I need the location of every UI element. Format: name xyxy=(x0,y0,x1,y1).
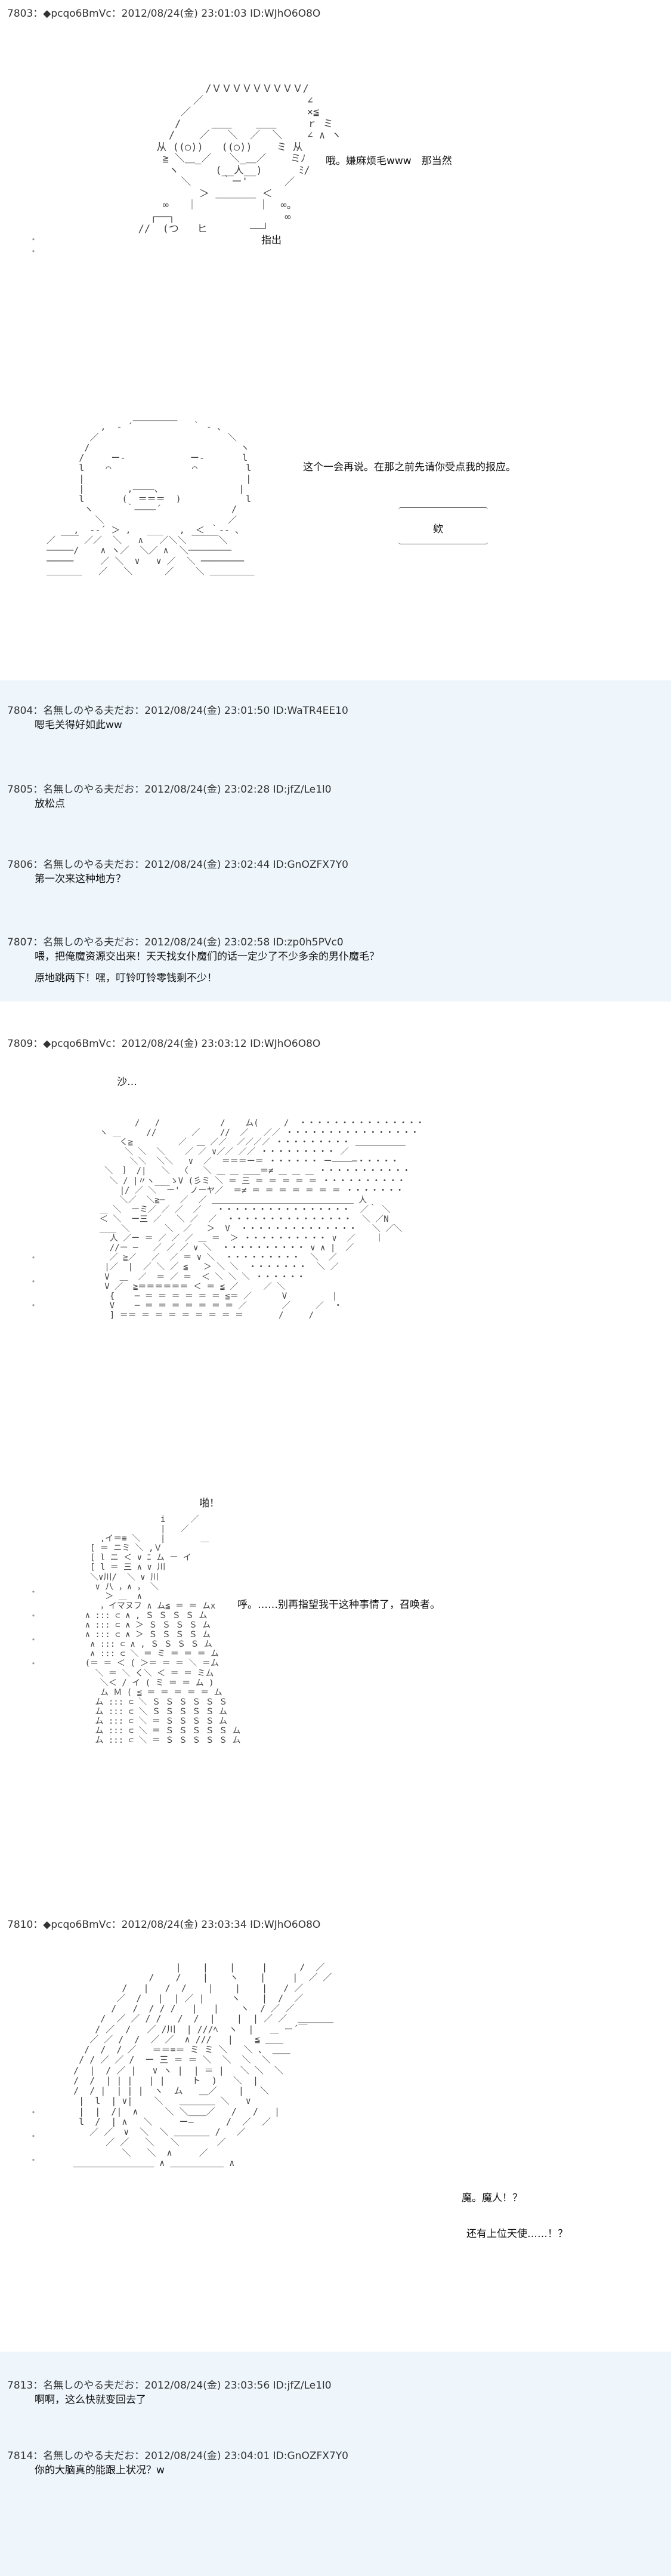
speech-bubble xyxy=(398,507,488,544)
ascii-dots: ・ ・ ・ ・ xyxy=(29,1586,39,1669)
post-7810: 7810：◆pcqo6BmVc：2012/08/24(金) 23:03:34 I… xyxy=(0,1909,671,2352)
ascii-art-character-1: /ＶＶＶＶＶＶＶＶＶ/ ／ ∠ ／ ×≦ / ＿＿ ＿＿ ｒ ミ / ／ ＼ ／… xyxy=(138,83,342,235)
post-text-line: 原地跳两下！嘿，叮铃叮铃零钱剩不少！ xyxy=(35,972,217,984)
post-header: 7805：名無しのやる夫だお：2012/08/24(金) 23:02:28 ID… xyxy=(7,784,332,796)
post-text-line: 沙… xyxy=(117,1076,137,1088)
comments-block: 7804：名無しのやる夫だお：2012/08/24(金) 23:01:50 ID… xyxy=(0,680,671,1002)
ascii-dots: ・ ・ xyxy=(29,234,39,257)
ascii-art-character-2: ＿＿＿＿＿ , ‐ ´ ｀ ‐ 、 ／ ＼ / ヽ / ー‐ ー‐ l l ⌒ … xyxy=(47,411,255,577)
post-7809: 7809：◆pcqo6BmVc：2012/08/24(金) 23:03:12 I… xyxy=(0,1002,671,1909)
post-header: 7803：◆pcqo6BmVc：2012/08/24(金) 23:01:03 I… xyxy=(7,8,321,20)
post-text-line: 欸 xyxy=(433,523,443,535)
comments-block-2: 7813：名無しのやる夫だお：2012/08/24(金) 23:03:56 ID… xyxy=(0,2352,671,2576)
post-header: 7814：名無しのやる夫だお：2012/08/24(金) 23:04:01 ID… xyxy=(7,2450,348,2462)
post-text-line: 指出 xyxy=(261,235,282,246)
post-header: 7807：名無しのやる夫だお：2012/08/24(金) 23:02:58 ID… xyxy=(7,936,344,948)
ascii-art-figure-standing: i ／ | ／ ,イ＝≡ ＼ | ＿ [ ＝ ニミ ＼ ,Ｖ [ l ニ ＜ ∨… xyxy=(85,1515,241,1746)
post-text-line: 嗯毛关得好如此ww xyxy=(35,719,122,731)
ascii-art-action-scene: / / / ム( / ・・・・・・・・・・・・・・・ ヽ ＿ // ／ // ／… xyxy=(99,1118,425,1320)
post-text-line: 啪！ xyxy=(199,1497,219,1509)
post-text-line: 还有上位天使……！？ xyxy=(466,2228,568,2240)
ascii-dots: ・ ・ ・ xyxy=(29,2107,39,2166)
post-text-line: 这个一会再说。在那之前先请你受点我的报应。 xyxy=(303,461,516,473)
post-text-line: 哦。嫌麻烦毛www 那当然 xyxy=(326,155,452,167)
post-header: 7813：名無しのやる夫だお：2012/08/24(金) 23:03:56 ID… xyxy=(7,2380,332,2392)
post-header: 7809：◆pcqo6BmVc：2012/08/24(金) 23:03:12 I… xyxy=(7,1038,321,1050)
ascii-dots: ・ ・ ・ xyxy=(29,1252,39,1311)
post-7803: 7803：◆pcqo6BmVc：2012/08/24(金) 23:01:03 I… xyxy=(0,0,671,680)
post-text-line: 放松点 xyxy=(35,798,65,810)
ascii-art-spiky-hair-character: | | | | / ／ / / | ヽ | | ／ ／ / | / / | | … xyxy=(73,1962,334,2168)
post-header: 7806：名無しのやる夫だお：2012/08/24(金) 23:02:44 ID… xyxy=(7,859,348,871)
post-header: 7804：名無しのやる夫だお：2012/08/24(金) 23:01:50 ID… xyxy=(7,705,348,717)
post-text-line: 喂，把俺魔资源交出来！天天找女仆魔们的话一定少了不少多余的男仆魔毛？ xyxy=(35,951,379,963)
post-text-line: 呼。……别再指望我干这种事情了，召唤者。 xyxy=(237,1599,440,1611)
post-text-line: 啊啊，这么快就变回去了 xyxy=(35,2394,146,2406)
post-text-line: 你的大脑真的能跟上状况？w xyxy=(35,2464,165,2476)
post-text-line: 魔。魔人！？ xyxy=(462,2192,522,2204)
post-text-line: 第一次来这种地方？ xyxy=(35,873,126,885)
post-header: 7810：◆pcqo6BmVc：2012/08/24(金) 23:03:34 I… xyxy=(7,1919,321,1931)
